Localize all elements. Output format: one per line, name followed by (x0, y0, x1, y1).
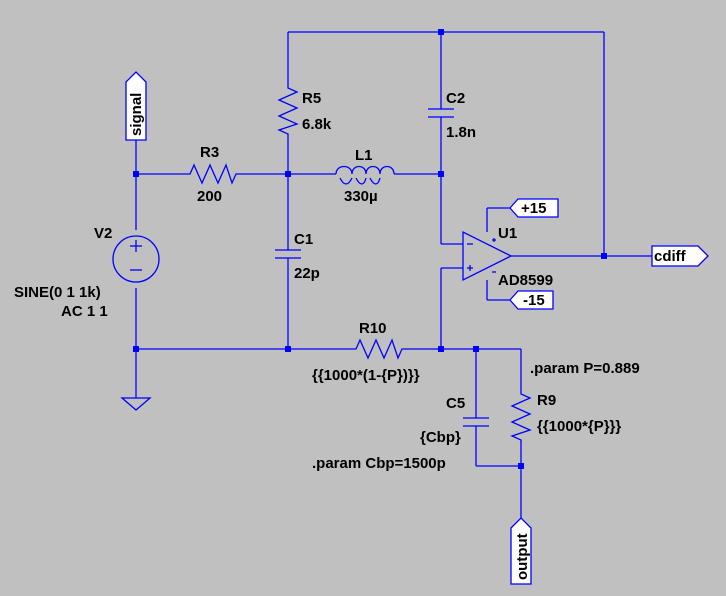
c1-value: 22p (294, 265, 320, 282)
junction-dot (285, 171, 291, 177)
resistor-r10[interactable]: R10 {{1000*(1-{P})}} (312, 320, 420, 384)
v2-value2: AC 1 1 (61, 303, 108, 320)
resistor-r3[interactable]: R3 200 (182, 144, 240, 205)
net-flag-signal[interactable]: signal (125, 71, 147, 141)
r3-name: R3 (200, 144, 219, 161)
r3-value: 200 (197, 188, 222, 205)
junction-dot (438, 346, 444, 352)
r10-name: R10 (359, 320, 387, 337)
junction-dot (438, 171, 444, 177)
junction-dot (601, 253, 607, 259)
capacitor-c1[interactable]: C1 22p (275, 231, 320, 282)
param-cbp-directive[interactable]: .param Cbp=1500p (312, 455, 446, 472)
voltage-source-v2[interactable]: V2 SINE(0 1 1k) AC 1 1 (14, 225, 160, 320)
signal-flag-label: signal (128, 93, 145, 136)
r9-value: {{1000*{P}}} (537, 418, 621, 435)
net-flag-vneg[interactable]: -15 (509, 290, 554, 310)
opamp-u1[interactable]: U1 AD8599 (462, 225, 553, 289)
junction-dot (285, 346, 291, 352)
r9-name: R9 (537, 392, 556, 409)
wires (135, 31, 652, 518)
r5-value: 6.8k (302, 116, 332, 133)
v2-name: V2 (94, 225, 112, 242)
param-p-directive[interactable]: .param P=0.889 (530, 360, 640, 377)
c5-name: C5 (446, 395, 465, 412)
c2-value: 1.8n (446, 124, 476, 141)
capacitor-c5[interactable]: C5 {Cbp} (420, 395, 489, 446)
junction-dot (133, 346, 139, 352)
resistor-r5[interactable]: R5 6.8k (277, 80, 332, 138)
r10-value: {{1000*(1-{P})}} (312, 367, 420, 384)
v2-value1: SINE(0 1 1k) (14, 284, 101, 301)
c5-value: {Cbp} (420, 429, 461, 446)
junction-dot (438, 29, 444, 35)
u1-value: AD8599 (498, 272, 553, 289)
cdiff-flag-label: cdiff (654, 248, 687, 265)
junction-dot (133, 171, 139, 177)
l1-name: L1 (355, 147, 373, 164)
net-flag-output[interactable]: output (510, 517, 532, 585)
u1-name: U1 (498, 225, 517, 242)
vpos-flag-label: +15 (521, 200, 546, 217)
r5-name: R5 (302, 90, 321, 107)
l1-value: 330µ (344, 188, 378, 205)
net-flag-cdiff[interactable]: cdiff (651, 245, 709, 267)
vneg-flag-label: -15 (523, 292, 545, 309)
output-flag-label: output (514, 533, 531, 580)
c2-name: C2 (446, 90, 465, 107)
ground-symbol (120, 397, 152, 411)
inductor-l1[interactable]: L1 330µ (335, 147, 395, 205)
junctions (133, 29, 607, 469)
junction-dot (518, 463, 524, 469)
c1-name: C1 (294, 231, 313, 248)
junction-dot (473, 346, 479, 352)
net-flag-vpos[interactable]: +15 (509, 198, 559, 218)
resistor-r9[interactable]: R9 {{1000*{P}}} (510, 386, 621, 444)
capacitor-c2[interactable]: C2 1.8n (428, 90, 476, 141)
